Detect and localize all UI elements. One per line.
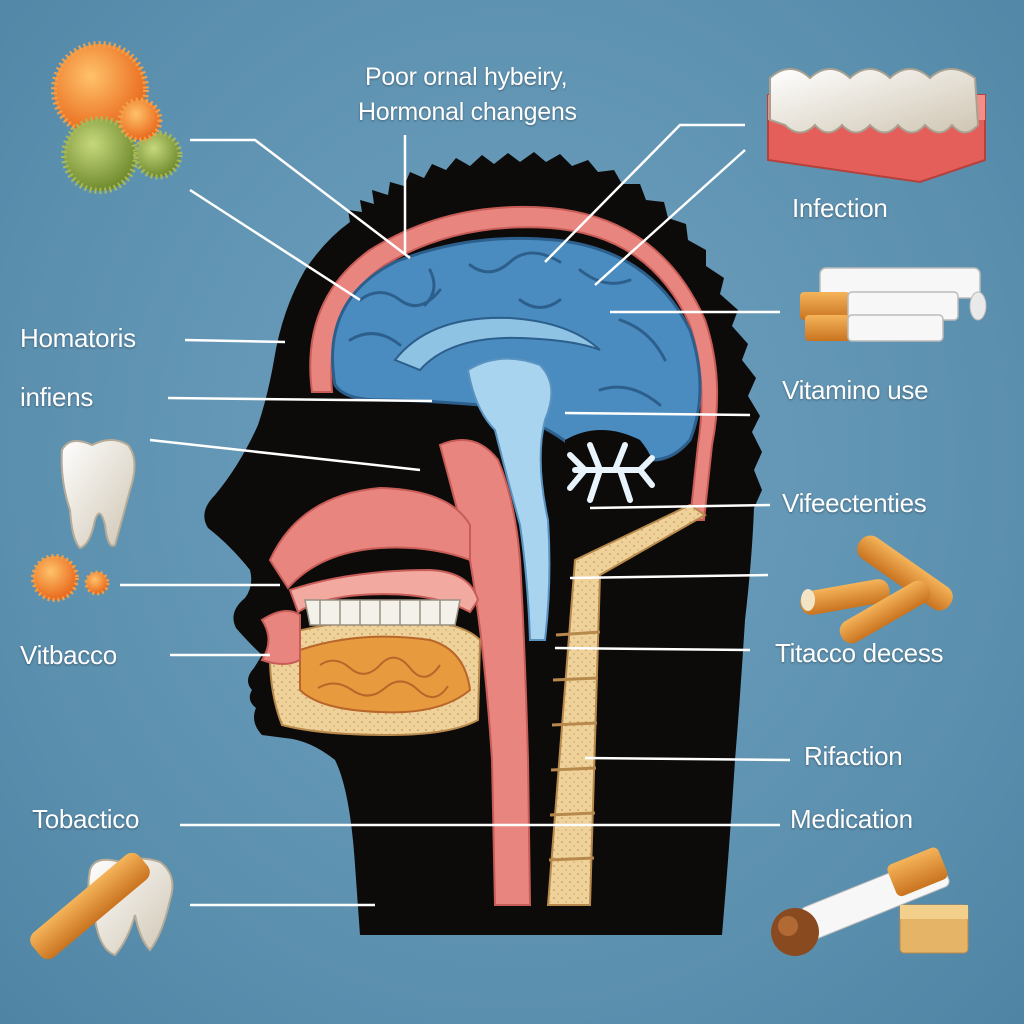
label-medication: Medication	[790, 804, 913, 834]
small-bacteria-icon	[31, 554, 110, 602]
label-vitbacco: Vitbacco	[20, 640, 117, 670]
label-homatoris: Homatoris	[20, 323, 136, 353]
palate	[288, 568, 480, 614]
label-vitamino-use: Vitamino use	[782, 375, 929, 405]
tongue-texture	[317, 656, 449, 698]
brain-folds	[348, 251, 667, 407]
label-rifaction: Rifaction	[804, 741, 903, 771]
skull-tissue	[309, 205, 719, 521]
arbor-vitae	[567, 442, 655, 503]
cigarette-tooth-icon	[30, 852, 174, 960]
spine-segments	[548, 630, 601, 862]
corpus-callosum	[393, 316, 601, 372]
spine	[546, 503, 707, 906]
label-infiens: infiens	[20, 382, 94, 412]
top-label-line1: Poor ornal hybeiry,	[365, 63, 568, 91]
brainstem	[466, 357, 553, 641]
leader-lines	[120, 123, 791, 907]
cigarette-sugar-icon	[771, 847, 969, 956]
teeth-row	[304, 599, 461, 626]
nasal-cavity	[268, 486, 471, 590]
bacteria-icon	[51, 41, 183, 194]
cigarettes-icon	[800, 267, 987, 342]
label-vifeectenties: Vifeectenties	[782, 488, 927, 518]
cigars-icon	[800, 535, 953, 644]
label-tobactico: Tobactico	[32, 804, 140, 834]
brain	[331, 236, 702, 462]
tongue	[299, 635, 472, 714]
tooth-icon	[60, 439, 136, 550]
label-infection: Infection	[792, 193, 888, 223]
lips	[260, 610, 301, 665]
teeth-block-icon	[767, 68, 986, 184]
top-label-line2: Hormonal changens	[358, 98, 577, 126]
label-titacco-decess: Titacco decess	[775, 638, 944, 668]
